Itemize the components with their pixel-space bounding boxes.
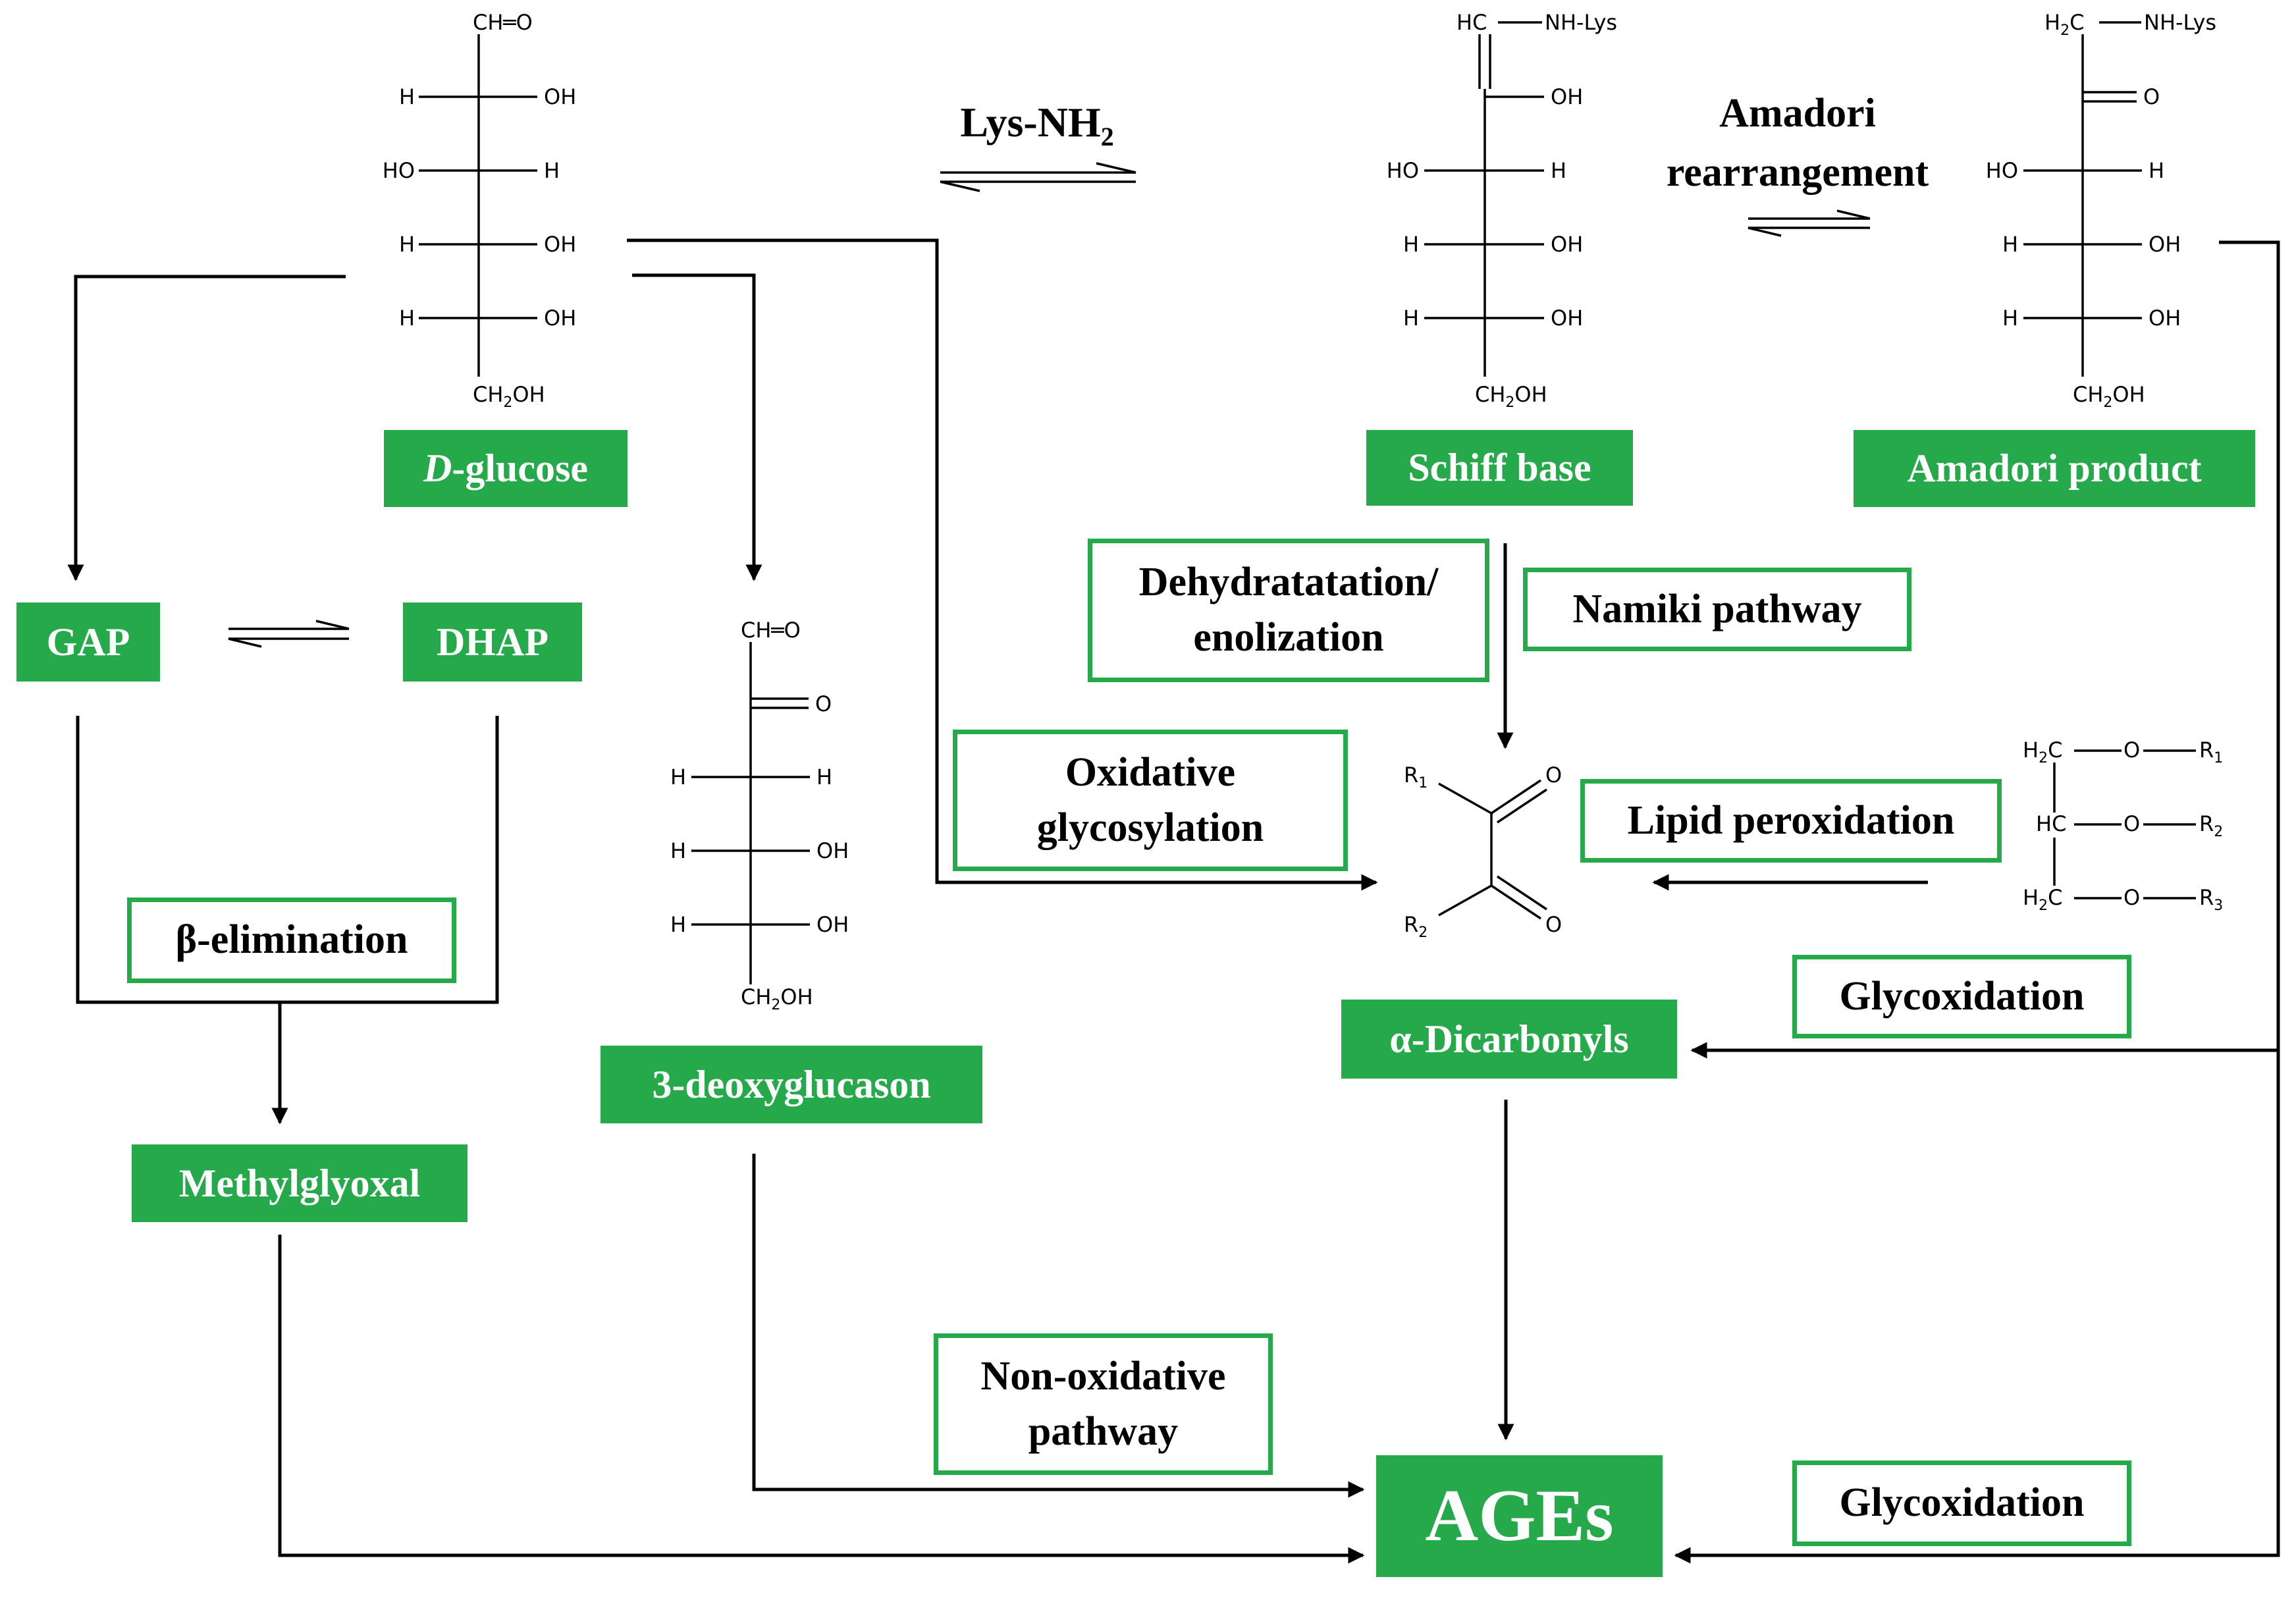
amadori-h2c: H2C — [2044, 10, 2084, 39]
deoxy-c5-right: OH — [816, 912, 849, 937]
schiff-c3-right: H — [1551, 158, 1566, 183]
equilibrium-gap-dhap — [228, 620, 350, 648]
glucose-ch2oh: CH2OH — [473, 382, 545, 411]
schiff-c2-right: OH — [1551, 84, 1583, 109]
schiff-c4-left: H — [1403, 232, 1419, 257]
glucose-c3-right: H — [544, 158, 560, 183]
node-amadori-product: Amadori product — [1854, 430, 2255, 507]
dicarbonyl-structure: R1 R2 O O — [1404, 763, 1562, 941]
lipid-r1: R1 — [2199, 737, 2223, 766]
box-beta-elimination: β-elimination — [127, 898, 456, 983]
glucose-c2-left: H — [399, 84, 415, 109]
glucose-c3-left: HO — [383, 158, 415, 183]
flow-arrows — [67, 238, 2280, 1564]
arrow-amadori-to-ages — [1674, 240, 2280, 1564]
schiff-hc: HC — [1456, 10, 1487, 35]
amadori-product-structure: H2C NH-Lys O HO H H OH H OH CH2OH — [1986, 10, 2216, 411]
amadori-ketone-o: O — [2143, 84, 2160, 109]
box-glycoxidation-bottom: Glycoxidation — [1792, 1461, 2131, 1546]
lipid-row3-c: H2C — [2023, 885, 2062, 914]
lipid-r3: R3 — [2199, 885, 2223, 914]
amadori-c4-left: H — [2002, 232, 2018, 257]
deoxy-ketone-o: O — [815, 691, 832, 716]
lipid-row2-c: HC — [2036, 811, 2066, 836]
schiff-ch2oh: CH2OH — [1475, 382, 1547, 411]
d-glucose-structure: CH═O H OH HO H H OH H OH CH2OH — [383, 10, 577, 411]
node-ages: AGEs — [1376, 1455, 1663, 1577]
node-gap: GAP — [16, 603, 160, 682]
equilibrium-lys-nh2 — [940, 162, 1136, 192]
node-dhap: DHAP — [403, 603, 582, 682]
glucose-c5-left: H — [399, 306, 415, 331]
deoxy-c3-right: H — [816, 764, 832, 790]
amadori-rearrangement-label: Amadori rearrangement — [1666, 91, 1929, 195]
arrow-glucose-to-dicarbonyl — [627, 238, 1378, 891]
glucose-c4-right: OH — [544, 232, 576, 257]
deoxy-c4-left: H — [670, 838, 686, 863]
glucose-aldehyde: CH═O — [473, 10, 533, 35]
lipid-row2-o: O — [2123, 811, 2140, 836]
lipid-row1-c: H2C — [2023, 737, 2062, 766]
arrow-deoxyglucasone-to-ages — [752, 1154, 1365, 1498]
box-lipid-peroxidation: Lipid peroxidation — [1580, 779, 2002, 863]
line-gap-dhap-bracket — [76, 716, 499, 1004]
schiff-nh-lys: NH-Lys — [1545, 10, 1617, 35]
glucose-c5-right: OH — [544, 306, 576, 331]
lipid-row1-o: O — [2123, 737, 2140, 763]
node-alpha-dicarbonyls: α-Dicarbonyls — [1341, 1000, 1677, 1079]
node-d-glucose: D-glucose — [384, 430, 627, 507]
schiff-base-structure: HC NH-Lys OH HO H H OH H OH CH2OH — [1387, 10, 1617, 411]
lys-nh2-label: Lys-NH2 — [960, 99, 1114, 151]
glucose-c4-left: H — [399, 232, 415, 257]
deoxy-c3-left: H — [670, 764, 686, 790]
dicarbonyl-r2: R2 — [1404, 912, 1428, 941]
box-dehydration-enolization: Dehydratatation/enolization — [1088, 539, 1489, 682]
deoxy-c4-right: OH — [816, 838, 849, 863]
arrow-glucose-to-gap — [67, 275, 346, 581]
amadori-ch2oh: CH2OH — [2073, 382, 2145, 411]
dicarbonyl-r1: R1 — [1404, 763, 1428, 791]
equilibrium-amadori — [1748, 209, 1871, 237]
schiff-c5-left: H — [1403, 306, 1419, 331]
node-methylglyoxal: Methylglyoxal — [132, 1144, 467, 1222]
schiff-c5-right: OH — [1551, 306, 1583, 331]
amadori-c3-left: HO — [1986, 158, 2018, 183]
lipid-row3-o: O — [2123, 885, 2140, 910]
amadori-c4-right: OH — [2149, 232, 2181, 257]
deoxy-aldehyde: CH═O — [741, 618, 801, 643]
dicarbonyl-o-bottom: O — [1545, 912, 1562, 937]
amadori-c3-right: H — [2149, 158, 2164, 183]
node-3-deoxyglucason: 3-deoxyglucason — [601, 1046, 982, 1123]
schiff-c3-left: HO — [1387, 158, 1419, 183]
deoxy-c5-left: H — [670, 912, 686, 937]
box-namiki-pathway: Namiki pathway — [1523, 568, 1911, 651]
deoxy-ch2oh: CH2OH — [741, 984, 813, 1013]
box-glycoxidation-top: Glycoxidation — [1792, 955, 2131, 1038]
arrow-glucose-to-deoxyglucasone — [632, 273, 762, 581]
lipid-structure: H2C HC H2C O O O R1 R2 R3 — [2023, 737, 2223, 914]
amadori-c5-right: OH — [2149, 306, 2181, 331]
glucose-c2-right: OH — [544, 84, 576, 109]
node-schiff-base: Schiff base — [1366, 430, 1633, 506]
arrow-methylglyoxal-to-ages — [278, 1235, 1365, 1564]
deoxyglucasone-structure: CH═O O H H H OH H OH CH2OH — [670, 618, 849, 1013]
amadori-c5-left: H — [2002, 306, 2018, 331]
amadori-nh-lys: NH-Lys — [2144, 10, 2216, 35]
lipid-r2: R2 — [2199, 811, 2223, 840]
schiff-c4-right: OH — [1551, 232, 1583, 257]
dicarbonyl-o-top: O — [1545, 763, 1562, 788]
